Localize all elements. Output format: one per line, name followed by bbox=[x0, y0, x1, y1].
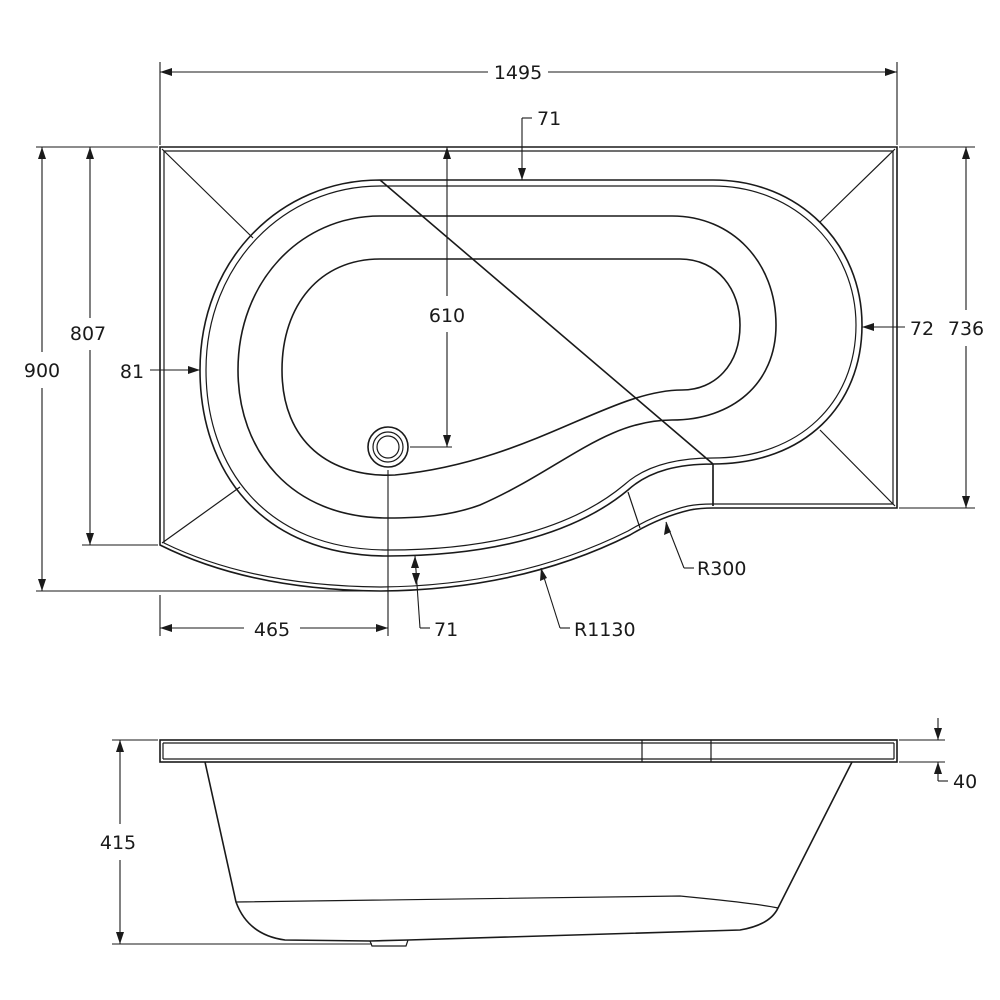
plan-outer-outline-inner bbox=[163, 150, 894, 588]
dim-rim-thickness: 40 bbox=[953, 771, 977, 793]
elevation-rim bbox=[159, 739, 898, 763]
basin-floor-edge bbox=[281, 258, 741, 476]
rim-inner-edge bbox=[199, 179, 863, 557]
elevation-floor-line bbox=[235, 895, 779, 909]
waste-outlet-inner bbox=[376, 435, 400, 459]
dim-waste-to-front: 465 bbox=[254, 619, 290, 641]
mitre-bottom-left bbox=[161, 486, 241, 544]
plan-dimensions: 1495 900 807 736 71 610 bbox=[24, 62, 984, 641]
basin-middle-edge bbox=[237, 215, 777, 519]
side-elevation: 415 40 bbox=[100, 718, 977, 947]
dim-inner-depth: 610 bbox=[429, 305, 465, 327]
waste-outlet-outer bbox=[367, 426, 409, 468]
plan-view bbox=[159, 146, 898, 592]
plan-outer-outline bbox=[159, 146, 898, 592]
dim-height: 415 bbox=[100, 832, 136, 854]
mitre-bottom-right bbox=[819, 429, 896, 507]
dim-right-end-width: 736 bbox=[948, 318, 984, 340]
dim-overall-length: 1495 bbox=[494, 62, 542, 84]
dim-front-rim: 71 bbox=[434, 619, 458, 641]
dim-bend-radius: R300 bbox=[697, 558, 746, 580]
dim-top-rim: 71 bbox=[537, 108, 561, 130]
waste-outlet-ring bbox=[372, 431, 404, 463]
dim-left-rim: 81 bbox=[120, 361, 144, 383]
rim-seam-1 bbox=[627, 491, 641, 529]
mitre-top-left bbox=[161, 148, 254, 239]
mitre-top-right bbox=[819, 148, 896, 223]
elevation-body bbox=[204, 761, 853, 942]
dim-overall-width: 900 bbox=[24, 360, 60, 382]
dim-inner-width: 807 bbox=[70, 323, 106, 345]
dim-right-rim: 72 bbox=[910, 318, 934, 340]
dim-front-radius: R1130 bbox=[574, 619, 636, 641]
rim-inner-edge-2 bbox=[205, 185, 857, 551]
